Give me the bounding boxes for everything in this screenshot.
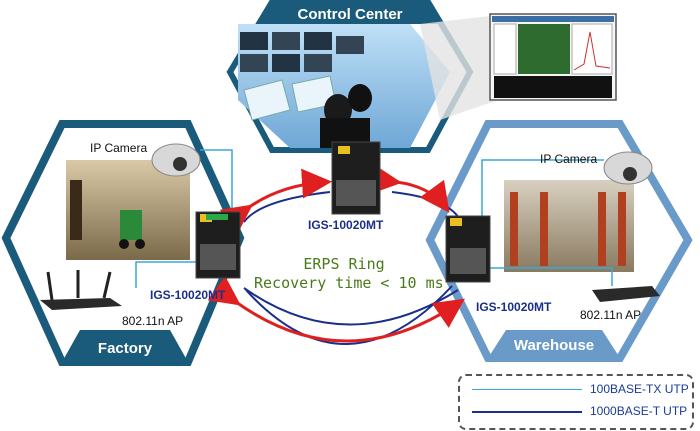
camera-warehouse-label: IP Camera [540, 152, 598, 166]
legend: 100BASE-TX UTP 1000BASE-T UTP [458, 374, 694, 430]
camera-factory [151, 143, 201, 177]
legend-row-1000base: 1000BASE-T UTP [460, 402, 692, 422]
legend-label-100base: 100BASE-TX UTP [590, 382, 689, 396]
control-center-title: Control Center [297, 6, 403, 23]
switch-factory-label: IGS-10020MT [150, 288, 226, 302]
warehouse-title: Warehouse [513, 337, 595, 354]
ap-factory-label: 802.11n AP [122, 314, 184, 328]
factory-title: Factory [97, 340, 153, 357]
camera-factory-label: IP Camera [90, 141, 148, 155]
ap-warehouse [592, 286, 660, 302]
legend-row-100base: 100BASE-TX UTP [460, 380, 692, 400]
control-room-image [238, 24, 450, 148]
access-links [135, 149, 613, 288]
legend-swatch-100base [472, 389, 582, 390]
camera-warehouse [603, 151, 653, 185]
ap-factory [40, 270, 122, 310]
legend-swatch-1000base [472, 411, 582, 413]
erps-recovery-time: Recovery time < 10 ms [254, 274, 444, 292]
switch-center [331, 141, 381, 215]
ring-arrows [207, 164, 465, 343]
switch-warehouse-label: IGS-10020MT [476, 300, 552, 314]
monitoring-screen-image [420, 13, 617, 120]
warehouse-image [504, 180, 634, 272]
switch-center-label: IGS-10020MT [308, 218, 384, 232]
ap-warehouse-label: 802.11n AP [580, 308, 642, 322]
switch-factory [195, 211, 241, 279]
erps-ring-title: ERPS Ring [303, 255, 385, 273]
legend-label-1000base: 1000BASE-T UTP [590, 404, 688, 418]
control-center-hexagon [226, 0, 474, 153]
switch-warehouse [445, 215, 491, 283]
